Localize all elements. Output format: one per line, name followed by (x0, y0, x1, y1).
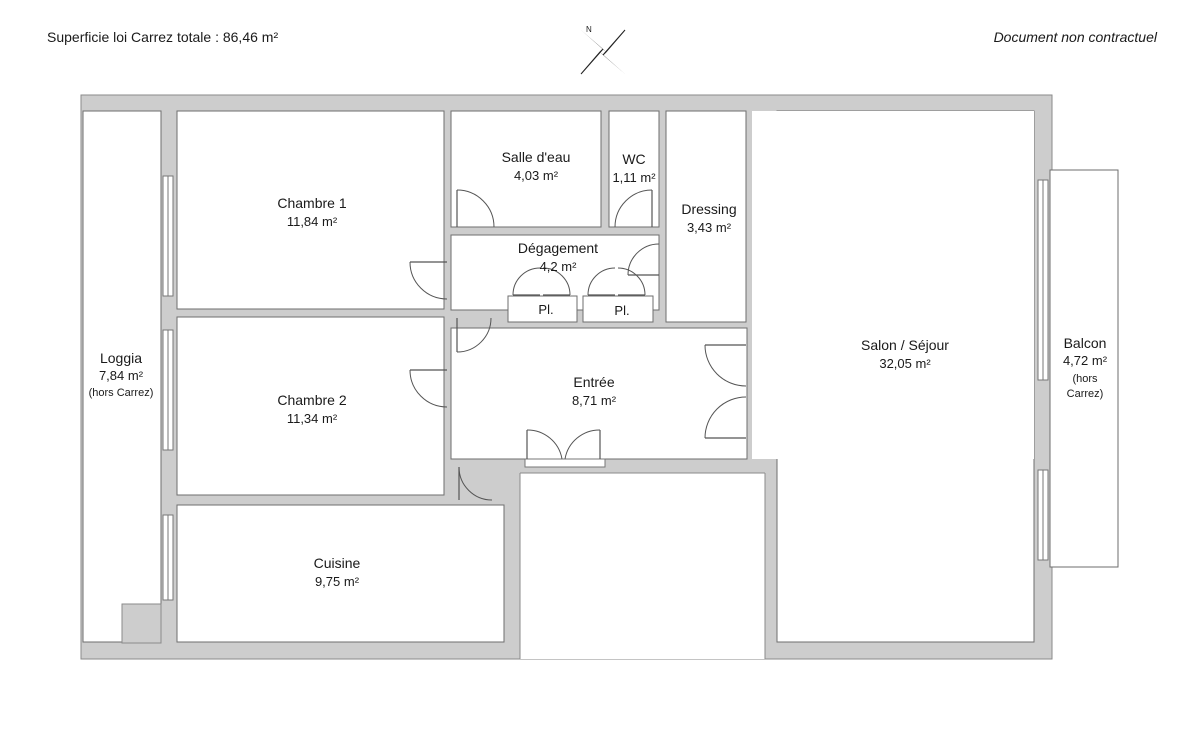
loggia-name: Loggia (100, 350, 142, 366)
salle-deau-name: Salle d'eau (502, 149, 571, 165)
chambre1-floor (176, 110, 445, 310)
degagement-area: 4,2 m² (540, 259, 578, 274)
entree-name: Entrée (573, 374, 614, 390)
doors (409, 189, 747, 501)
balcon-note-1: (hors (1072, 373, 1098, 385)
chambre1-area: 11,84 m² (287, 214, 338, 229)
loggia-note: (hors Carrez) (89, 387, 154, 399)
salle-deau-area: 4,03 m² (514, 168, 559, 183)
chambre2-floor (176, 316, 445, 496)
chambre2-area: 11,34 m² (287, 411, 338, 426)
loggia-floor (82, 110, 162, 643)
salon-name: Salon / Séjour (861, 337, 949, 353)
salle-deau-floor (450, 110, 602, 228)
loggia-area: 7,84 m² (99, 368, 144, 383)
wc-floor (608, 110, 660, 228)
salon-area: 32,05 m² (879, 356, 931, 371)
loggia-step (121, 603, 162, 644)
placard1-name: Pl. (538, 302, 553, 317)
disclaimer-label: Document non contractuel (993, 29, 1157, 45)
degagement-name: Dégagement (518, 240, 598, 256)
cuisine-name: Cuisine (314, 555, 361, 571)
placard2-floor (582, 295, 654, 323)
cuisine-area: 9,75 m² (315, 574, 360, 589)
balcon-note-2: Carrez) (1067, 388, 1104, 400)
placard1-floor (507, 295, 578, 323)
dressing-name: Dressing (681, 201, 736, 217)
windows (162, 175, 1049, 601)
salon-floor-upper (752, 111, 1034, 459)
balcon-name: Balcon (1064, 335, 1107, 351)
cuisine-floor (176, 504, 505, 643)
entree-floor (450, 327, 748, 460)
chambre2-name: Chambre 2 (277, 392, 346, 408)
entree-area: 8,71 m² (572, 393, 617, 408)
dressing-floor (665, 110, 747, 323)
salon-left-edge (752, 111, 778, 459)
compass-north-label: N (586, 25, 592, 34)
balcon-floor (1049, 169, 1119, 568)
wc-name: WC (622, 151, 645, 167)
placard2-name: Pl. (614, 303, 629, 318)
chambre1-name: Chambre 1 (277, 195, 346, 211)
balcon-area: 4,72 m² (1063, 353, 1108, 368)
total-area-label: Superficie loi Carrez totale : 86,46 m² (47, 29, 279, 45)
dressing-area: 3,43 m² (687, 220, 732, 235)
wc-area: 1,11 m² (612, 170, 656, 185)
compass-icon: N (580, 25, 626, 75)
room-labels: Chambre 1 11,84 m² Chambre 2 11,34 m² Cu… (89, 149, 1108, 589)
landing-cutout (520, 473, 765, 659)
